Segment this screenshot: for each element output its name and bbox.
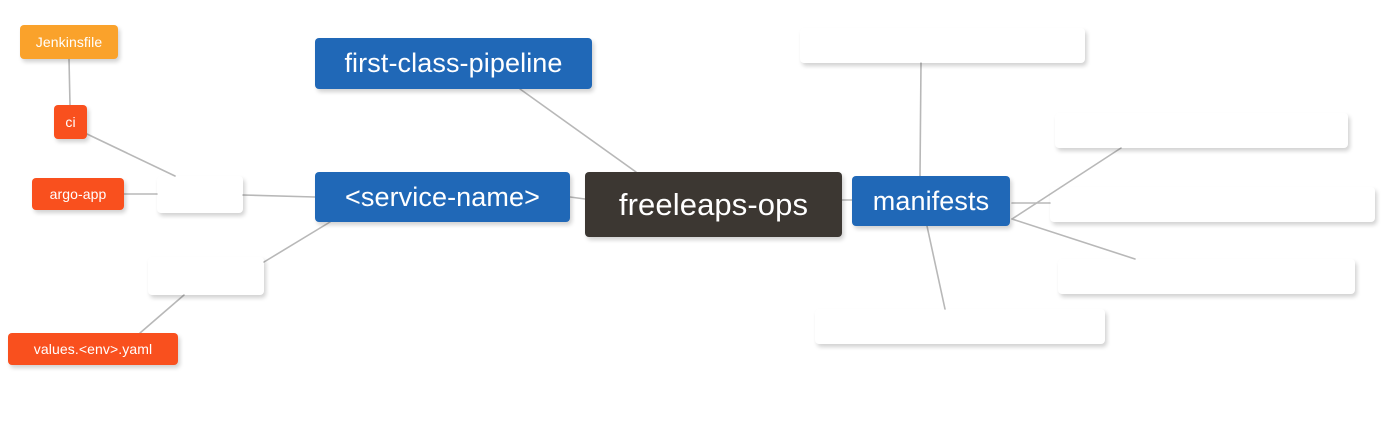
node-env[interactable]: <env> [157,176,243,213]
edge-ci-to-env [86,133,176,177]
edge-env-to-service-name [242,194,316,198]
edge-manifests-to-freeleaps-controls-system [1011,218,1136,260]
node-label: helm-pkg [166,265,246,287]
node-jenkinsfile[interactable]: Jenkinsfile [20,25,118,59]
edge-helm-pkg-to-service-name [263,221,331,263]
node-helm-pkg[interactable]: helm-pkg [148,257,264,295]
node-label: manifests [872,185,990,216]
node-service-name[interactable]: <service-name> [315,172,570,222]
edge-values-yaml-to-helm-pkg [139,294,185,334]
node-values-yaml[interactable]: values.<env>.yaml [8,333,178,365]
node-label: <service-name> [345,181,540,212]
node-argo-app[interactable]: argo-app [32,178,124,210]
node-label: freeleaps-devops-system [835,35,1050,56]
edge-manifests-to-freeleaps-devops-system [919,62,922,177]
node-label: freeleaps-network-system [1091,120,1312,141]
node-manifests[interactable]: manifests [852,176,1010,226]
node-label: first-class-pipeline [344,48,563,78]
node-label: freeleaps-storage-system [851,316,1069,337]
node-label: <env> [173,184,227,205]
node-label: values.<env>.yaml [33,341,153,357]
node-freeleaps-monitoring-system[interactable]: freeleaps-monitoring-system [1050,187,1375,222]
edge-jenkinsfile-to-ci [68,58,71,106]
node-freeleaps-storage-system[interactable]: freeleaps-storage-system [815,309,1105,344]
edge-service-name-to-freeleaps-ops [569,196,586,200]
node-freeleaps-ops[interactable]: freeleaps-ops [585,172,842,237]
node-label: freeleaps-controls-system [1096,266,1317,287]
node-label: argo-app [49,186,107,202]
node-first-class-pipeline[interactable]: first-class-pipeline [315,38,592,89]
node-freeleaps-devops-system[interactable]: freeleaps-devops-system [800,28,1085,63]
node-freeleaps-controls-system[interactable]: freeleaps-controls-system [1058,259,1355,294]
edge-manifests-to-freeleaps-storage-system [926,225,946,310]
node-label: freeleaps-ops [618,187,809,222]
node-label: freeleaps-monitoring-system [1091,194,1334,215]
node-label: ci [65,114,76,130]
edge-first-class-pipeline-to-freeleaps-ops [519,88,637,173]
node-ci[interactable]: ci [54,105,87,139]
node-label: Jenkinsfile [35,34,103,50]
node-freeleaps-network-system[interactable]: freeleaps-network-system [1055,113,1348,148]
